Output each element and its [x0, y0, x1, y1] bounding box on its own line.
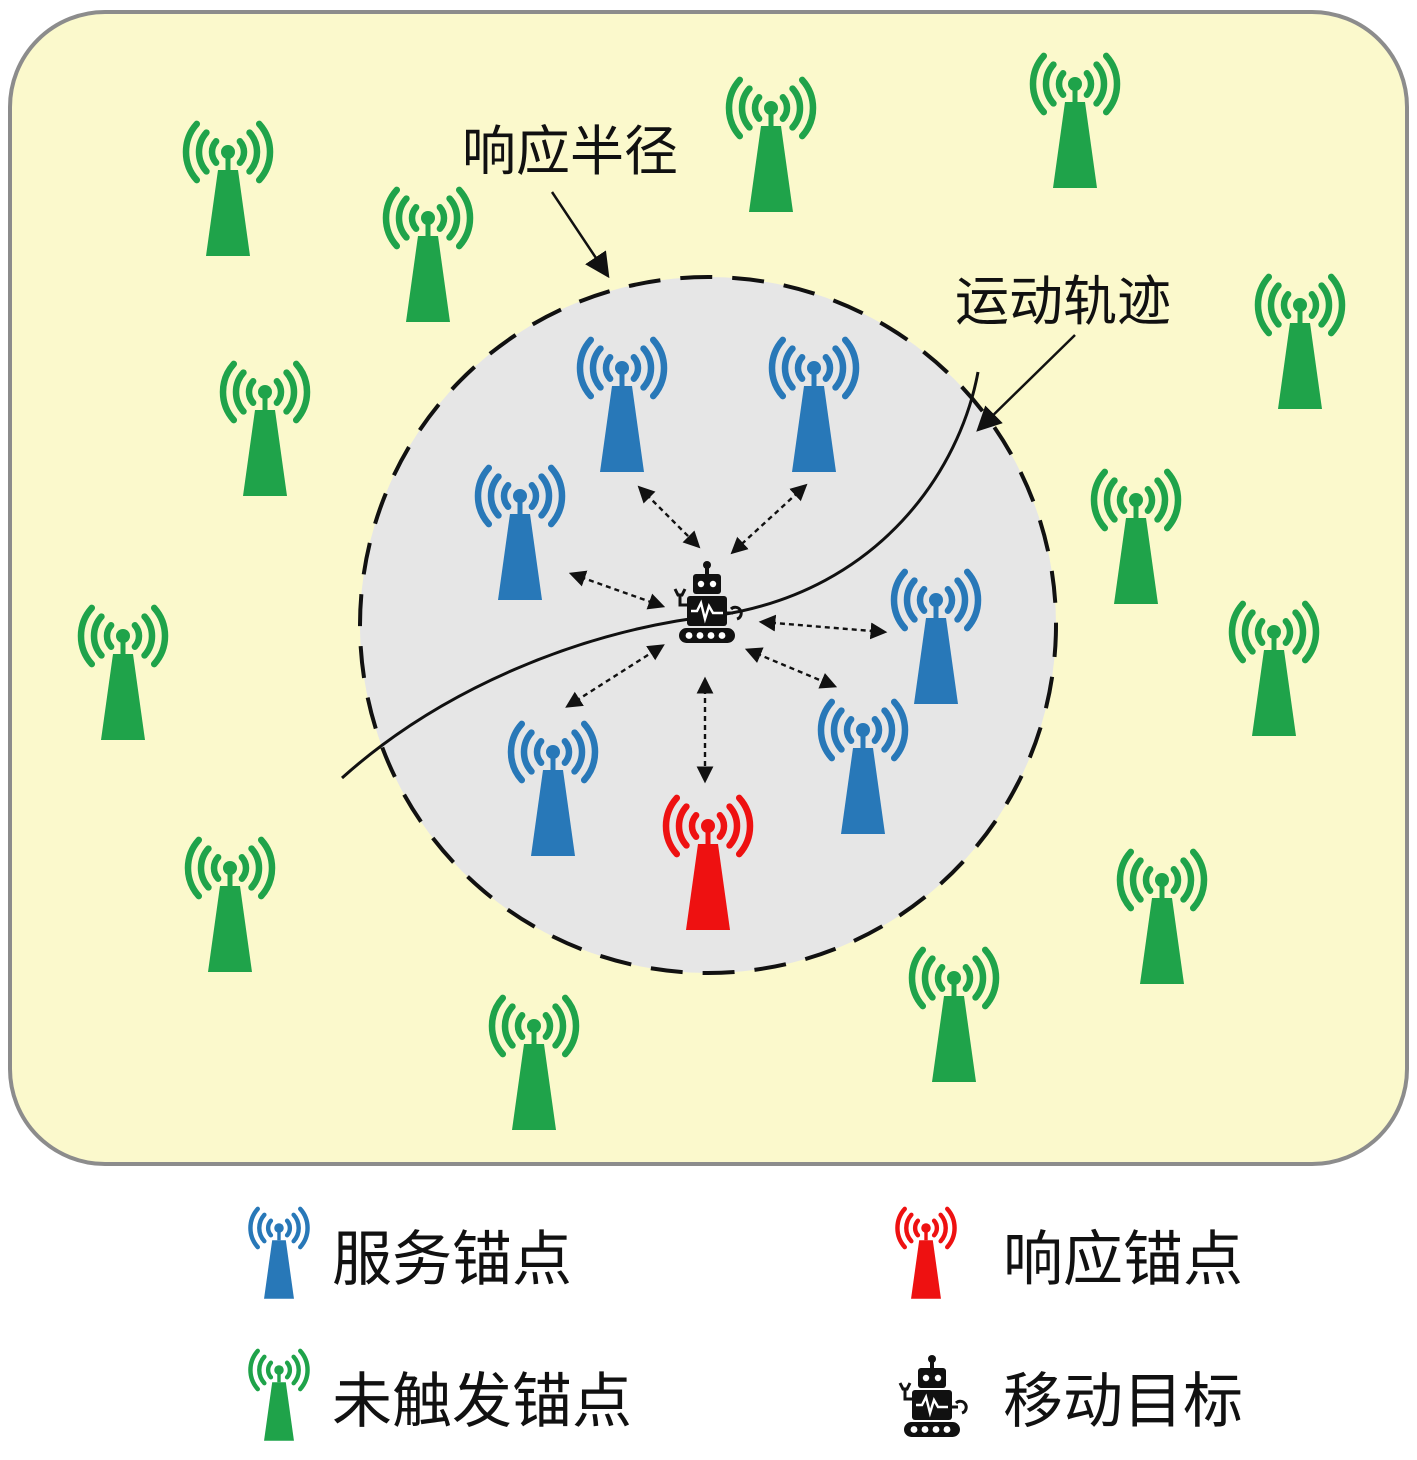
response-anchor-icon: [662, 794, 754, 930]
legend: 服务锚点 响应锚点 未触发锚点 移动目标: [248, 1206, 1243, 1441]
legend-idle-anchor-icon: [248, 1348, 310, 1441]
service-anchor-icon: [507, 720, 599, 856]
idle-anchor-icon: [1254, 273, 1346, 409]
idle-anchor-icon: [488, 994, 580, 1130]
idle-anchor-icon: [184, 836, 276, 972]
idle-anchor-icon: [219, 360, 311, 496]
idle-anchor-icon: [1116, 848, 1208, 984]
service-anchor-icon: [890, 568, 982, 704]
anchor-layer: [77, 52, 1346, 1130]
signal-link-arrow: [637, 485, 701, 549]
idle-anchor-icon: [908, 946, 1000, 1082]
robot-icon: [898, 1355, 968, 1437]
idle-anchor-icon: [1228, 600, 1320, 736]
idle-anchor-icon: [248, 1348, 310, 1441]
legend-idle-label: 未触发锚点: [332, 1367, 632, 1437]
legend-service-label: 服务锚点: [332, 1225, 572, 1295]
service-anchor-icon: [817, 698, 909, 834]
signal-link-arrow: [565, 644, 665, 708]
service-anchor-icon: [248, 1206, 310, 1299]
target-robot-icon: [673, 561, 743, 643]
signal-link-arrow: [758, 614, 888, 640]
idle-anchor-icon: [725, 76, 817, 212]
robot-icon: [673, 561, 743, 643]
service-anchor-icon: [576, 336, 668, 472]
service-anchor-icon: [474, 464, 566, 600]
signal-link-arrow: [744, 647, 838, 689]
idle-anchor-icon: [1090, 468, 1182, 604]
trajectory-pointer: [976, 334, 1076, 432]
idle-anchor-icon: [1029, 52, 1121, 188]
trajectory-label: 运动轨迹: [955, 270, 1171, 333]
signal-link-arrow: [568, 570, 666, 610]
idle-anchor-icon: [182, 120, 274, 256]
idle-anchor-icon: [382, 186, 474, 322]
legend-service-anchor-icon: [248, 1206, 310, 1299]
legend-target-label: 移动目标: [1003, 1367, 1243, 1437]
signal-link-arrow: [730, 483, 808, 555]
response-anchor-icon: [895, 1206, 957, 1299]
legend-response-anchor-icon: [895, 1206, 957, 1299]
legend-robot-icon: [898, 1355, 968, 1437]
link-layer: [565, 483, 888, 784]
radius-pointer: [550, 191, 610, 279]
idle-anchor-icon: [77, 604, 169, 740]
legend-response-label: 响应锚点: [1003, 1225, 1243, 1295]
radius-label: 响应半径: [462, 120, 678, 183]
service-anchor-icon: [768, 336, 860, 472]
